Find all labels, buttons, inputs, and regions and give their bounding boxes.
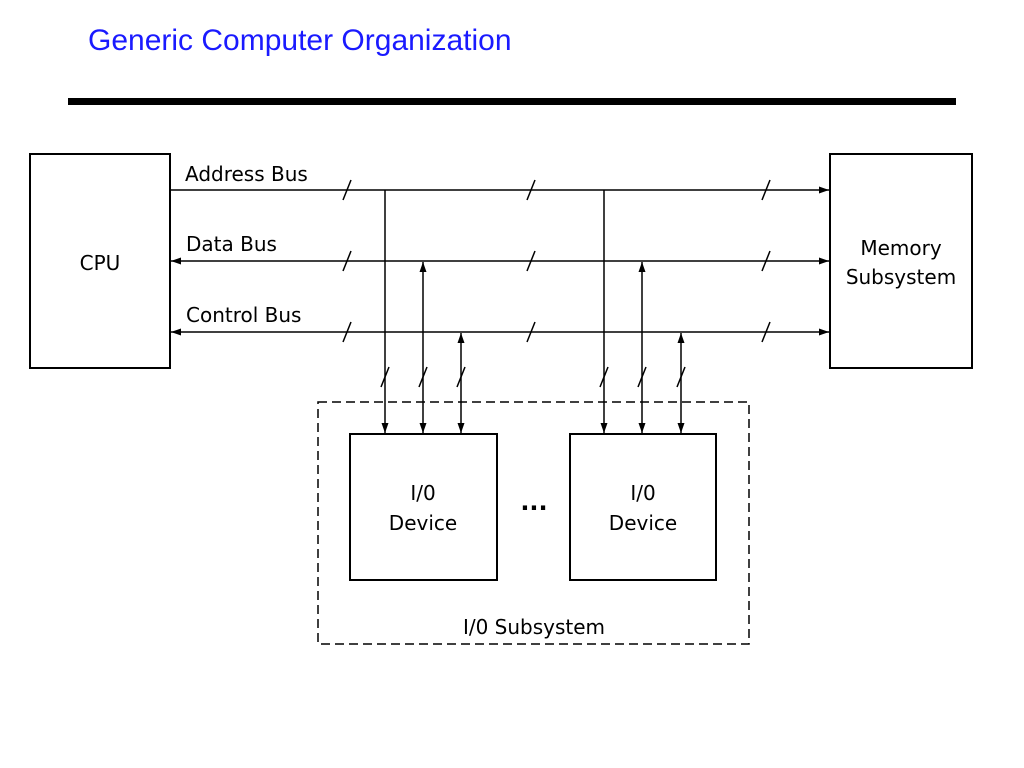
io-device-1-label-line1: I/0 xyxy=(410,481,435,505)
ellipsis: ... xyxy=(520,488,547,516)
io-device-1-connections xyxy=(380,190,466,433)
cpu-label: CPU xyxy=(80,251,121,275)
bus-width-slashes xyxy=(342,179,771,343)
address-bus-label: Address Bus xyxy=(185,162,308,186)
data-bus-label: Data Bus xyxy=(186,232,277,256)
io-device-1-box xyxy=(349,433,498,581)
io-subsystem-label: I/0 Subsystem xyxy=(463,615,605,639)
control-bus-label: Control Bus xyxy=(186,303,301,327)
io-device-2-connections xyxy=(599,190,686,433)
title-divider xyxy=(68,98,956,105)
memory-label-line1: Memory xyxy=(860,236,942,260)
io-device-2-label-line1: I/0 xyxy=(630,481,655,505)
memory-label-line2: Subsystem xyxy=(846,265,956,289)
io-device-2-box xyxy=(569,433,717,581)
memory-subsystem-box xyxy=(829,153,973,369)
io-device-1-label-line2: Device xyxy=(389,511,457,535)
io-device-2-label-line2: Device xyxy=(609,511,677,535)
cpu-box xyxy=(29,153,171,369)
io-subsystem-box xyxy=(317,401,750,645)
slide-title: Generic Computer Organization xyxy=(88,24,512,57)
